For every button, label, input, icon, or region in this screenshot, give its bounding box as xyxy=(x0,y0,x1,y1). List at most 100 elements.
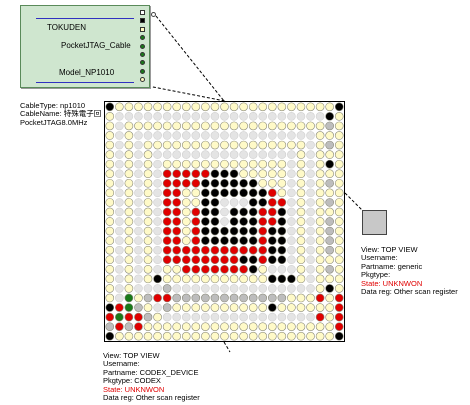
chip-pin xyxy=(220,312,229,322)
chip-pin xyxy=(162,121,172,131)
chip-pin xyxy=(277,303,287,312)
chip-pin xyxy=(220,236,229,245)
chip-pin xyxy=(162,274,172,284)
chip-pin xyxy=(191,274,201,284)
chip-pin xyxy=(239,150,248,159)
chip-pin xyxy=(239,293,248,303)
chip-pin xyxy=(181,169,191,179)
chip-pin xyxy=(210,159,220,169)
chip-pin xyxy=(153,198,162,207)
chip-pin xyxy=(258,121,268,131)
chip-pin xyxy=(201,102,210,112)
chip-pin xyxy=(287,274,296,284)
chip-pin xyxy=(325,112,334,121)
chip-pin xyxy=(134,102,143,112)
chip-pin xyxy=(220,178,229,188)
cable-tdo-connector[interactable] xyxy=(151,12,156,17)
chip-pin xyxy=(296,188,306,198)
chip-pin xyxy=(162,217,172,226)
chip-pin xyxy=(258,140,268,150)
chip-pin xyxy=(191,198,201,207)
chip-pin xyxy=(143,188,153,198)
chip-pin xyxy=(191,159,201,169)
chip-pin xyxy=(124,245,134,255)
chip-pin xyxy=(248,274,258,284)
cable-speed-text: PocketJTAG8.0MHz xyxy=(20,117,88,127)
chip-pin xyxy=(296,264,306,274)
chip-pin xyxy=(143,284,153,293)
chip-pin xyxy=(334,303,344,312)
chip-pin xyxy=(210,121,220,131)
chip-pin xyxy=(124,255,134,265)
chip-pin xyxy=(153,102,162,112)
chip-pin xyxy=(229,236,239,245)
chip-pin xyxy=(258,150,268,159)
generic-device[interactable] xyxy=(362,210,387,235)
chip-pin xyxy=(315,322,325,331)
chip-pin xyxy=(201,322,210,331)
chip-pin xyxy=(258,131,268,140)
chip-pin xyxy=(220,150,229,159)
chip-pin xyxy=(229,102,239,112)
chip-pin xyxy=(239,236,248,245)
cable-name-text: CableName: 特殊電子回 xyxy=(20,109,102,119)
chip-pin xyxy=(296,131,306,140)
chip-pin xyxy=(134,274,143,284)
chip-pin xyxy=(334,159,344,169)
chip-pin xyxy=(248,178,258,188)
chip-pin xyxy=(143,178,153,188)
chip-pin xyxy=(181,226,191,236)
chip-pin xyxy=(162,331,172,341)
chip-pin xyxy=(172,264,182,274)
chip-pin xyxy=(162,188,172,198)
chip-pin xyxy=(162,236,172,245)
chip-pin xyxy=(105,303,115,312)
chip-pin xyxy=(296,245,306,255)
chip-pin xyxy=(172,226,182,236)
chip-pin xyxy=(325,207,334,217)
chip-pin xyxy=(267,121,277,131)
chip-pin xyxy=(143,150,153,159)
chip-pin xyxy=(267,245,277,255)
jtag-cable[interactable]: TOKUDEN PocketJTAG_Cable Model_NP1010 xyxy=(20,5,150,88)
chip-pin xyxy=(115,274,124,284)
chip-pin xyxy=(134,245,143,255)
chip-pin xyxy=(334,169,344,179)
chip-pin xyxy=(315,131,325,140)
chip-pin xyxy=(258,255,268,265)
chip-pin xyxy=(172,178,182,188)
codex-device-chip[interactable] xyxy=(104,101,345,342)
chip-pin xyxy=(115,293,124,303)
chip-pin xyxy=(201,169,210,179)
chip-pin xyxy=(143,140,153,150)
chip-pin xyxy=(296,236,306,245)
chip-pin xyxy=(210,264,220,274)
chip-pin xyxy=(248,226,258,236)
chip-pin xyxy=(124,150,134,159)
chip-pin xyxy=(162,112,172,121)
chip-pin xyxy=(325,303,334,312)
chip-pin xyxy=(181,150,191,159)
chip-pin xyxy=(334,140,344,150)
chip-pin xyxy=(287,198,296,207)
chip-pin xyxy=(229,303,239,312)
chip-pin xyxy=(239,245,248,255)
chip-pin xyxy=(115,159,124,169)
chip-pin xyxy=(172,236,182,245)
chip-pin xyxy=(287,131,296,140)
chip-pin xyxy=(105,331,115,341)
chip-pin xyxy=(277,188,287,198)
chip-pin xyxy=(229,331,239,341)
chip-pin xyxy=(334,274,344,284)
generic-username-text: Username: xyxy=(361,253,398,263)
chip-pin xyxy=(248,188,258,198)
chip-pin xyxy=(181,159,191,169)
chip-pin xyxy=(239,331,248,341)
chip-pin xyxy=(115,188,124,198)
chip-pin xyxy=(191,264,201,274)
chip-pin xyxy=(134,112,143,121)
chip-pin xyxy=(334,293,344,303)
chip-pin xyxy=(267,264,277,274)
chip-pin xyxy=(258,322,268,331)
chip-pin xyxy=(181,255,191,265)
